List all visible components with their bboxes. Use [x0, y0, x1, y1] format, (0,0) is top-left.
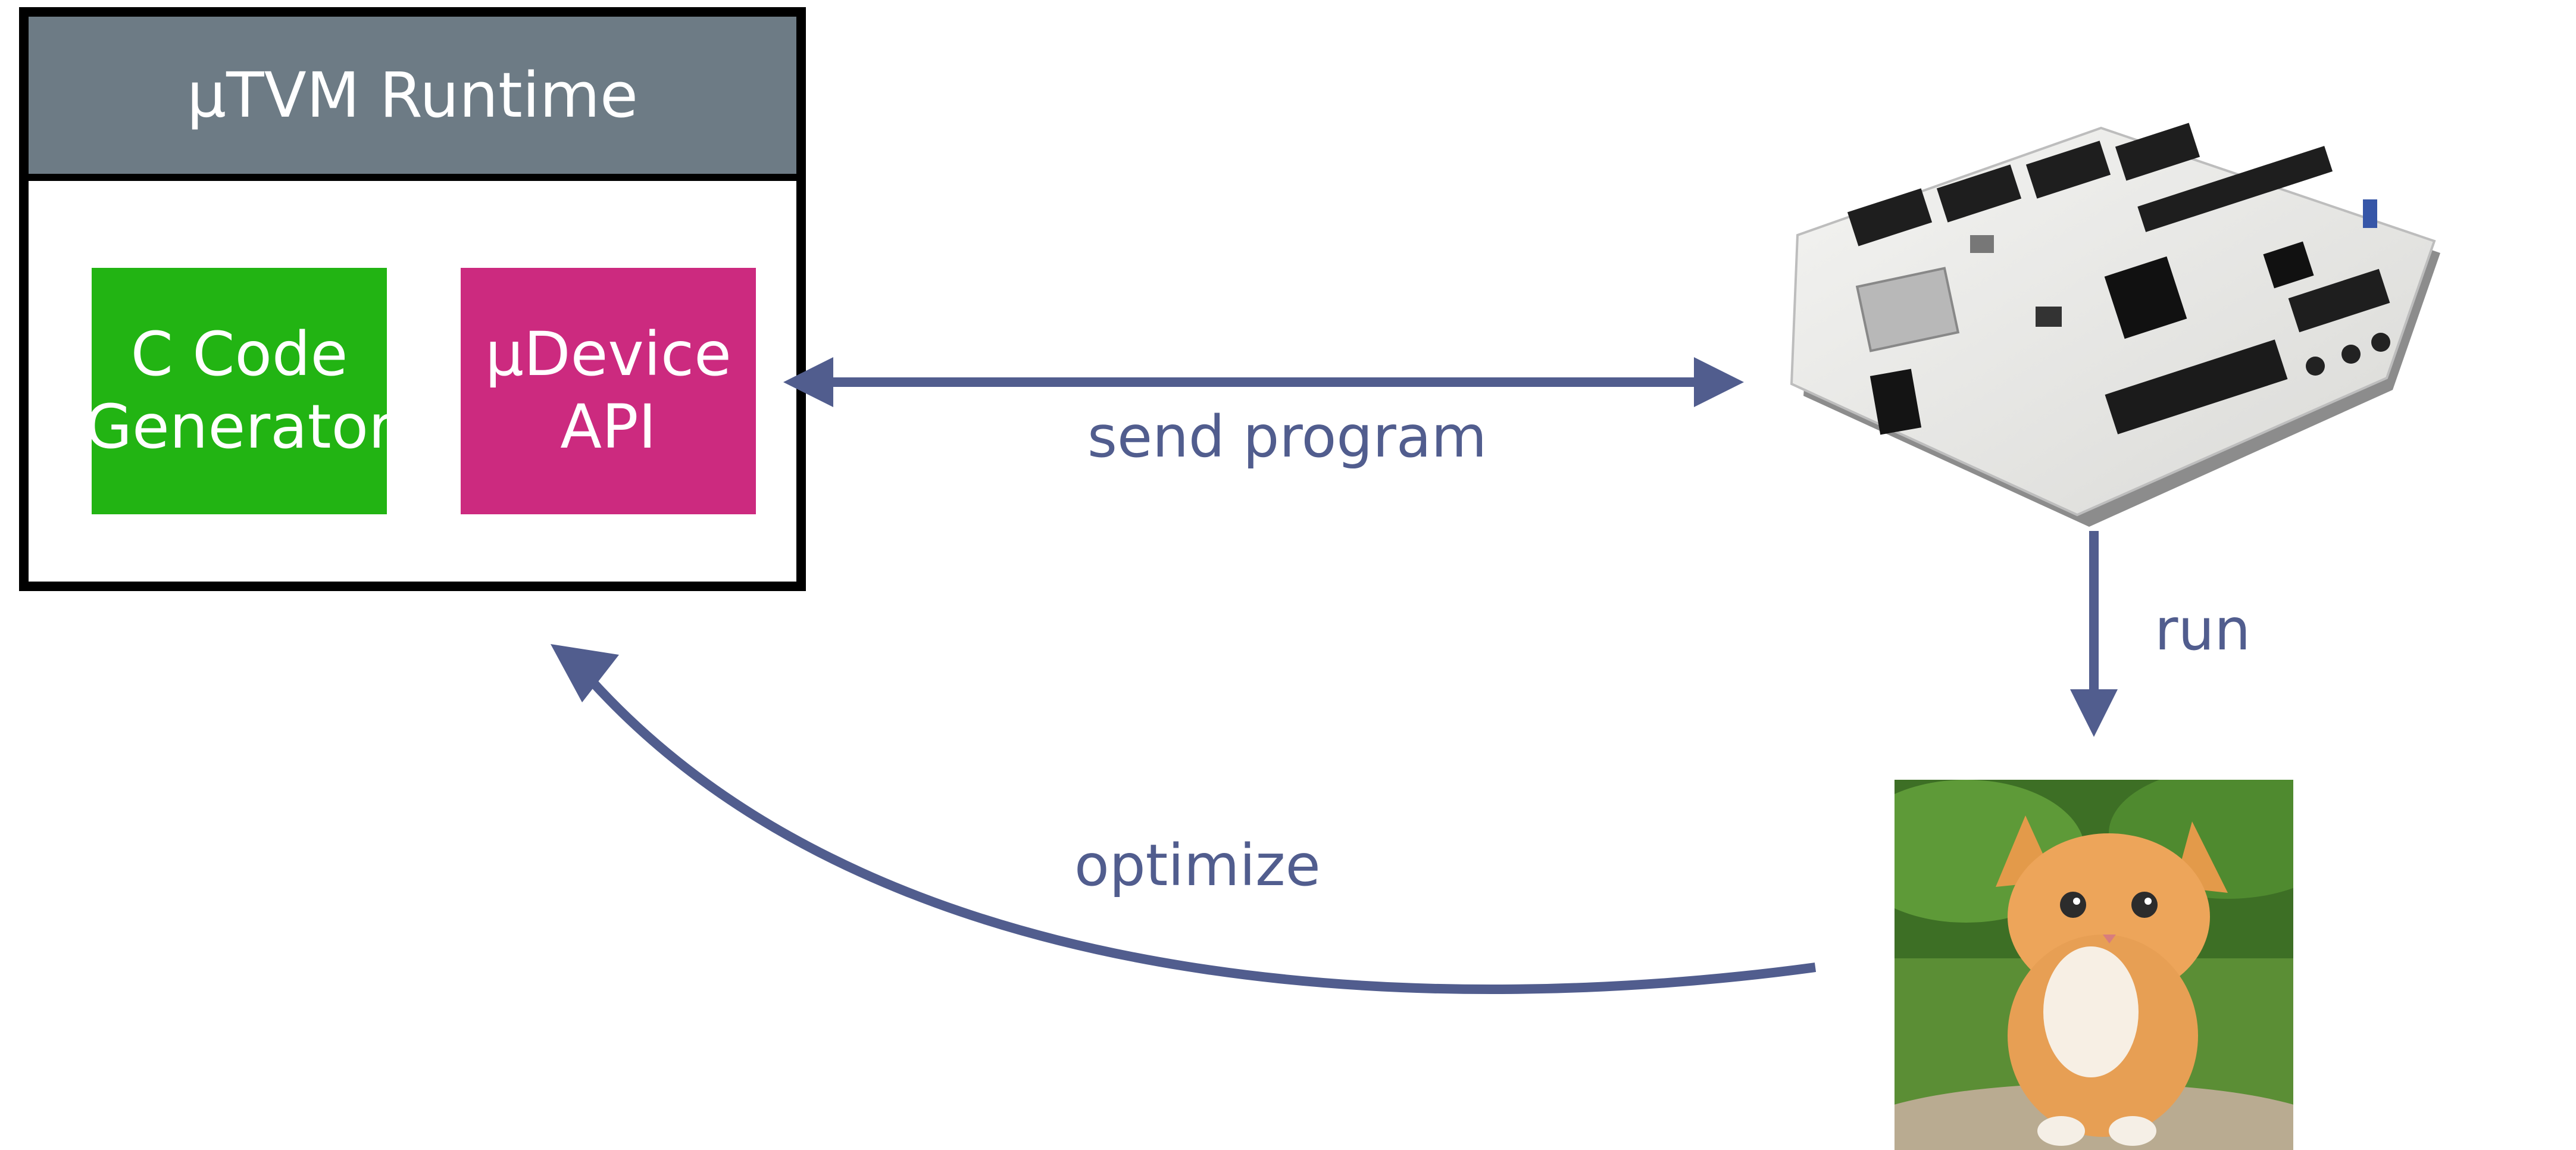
optimize-arrow: [551, 644, 1817, 995]
send-program-arrow: [783, 357, 1744, 407]
fpga-board-image: [1790, 123, 2440, 527]
c-code-generator-block: C Code Generator: [85, 268, 393, 514]
runtime-title: µTVM Runtime: [29, 17, 796, 181]
kitten-photo: [1895, 780, 2293, 1150]
send-program-label: send program: [1087, 404, 1487, 470]
udevice-api-block: µDevice API: [461, 268, 756, 514]
run-label: run: [2155, 596, 2251, 663]
run-arrow: [2070, 531, 2118, 737]
optimize-label: optimize: [1074, 832, 1321, 899]
utvm-runtime-box: µTVM Runtime C Code Generator µDevice AP…: [19, 7, 806, 591]
